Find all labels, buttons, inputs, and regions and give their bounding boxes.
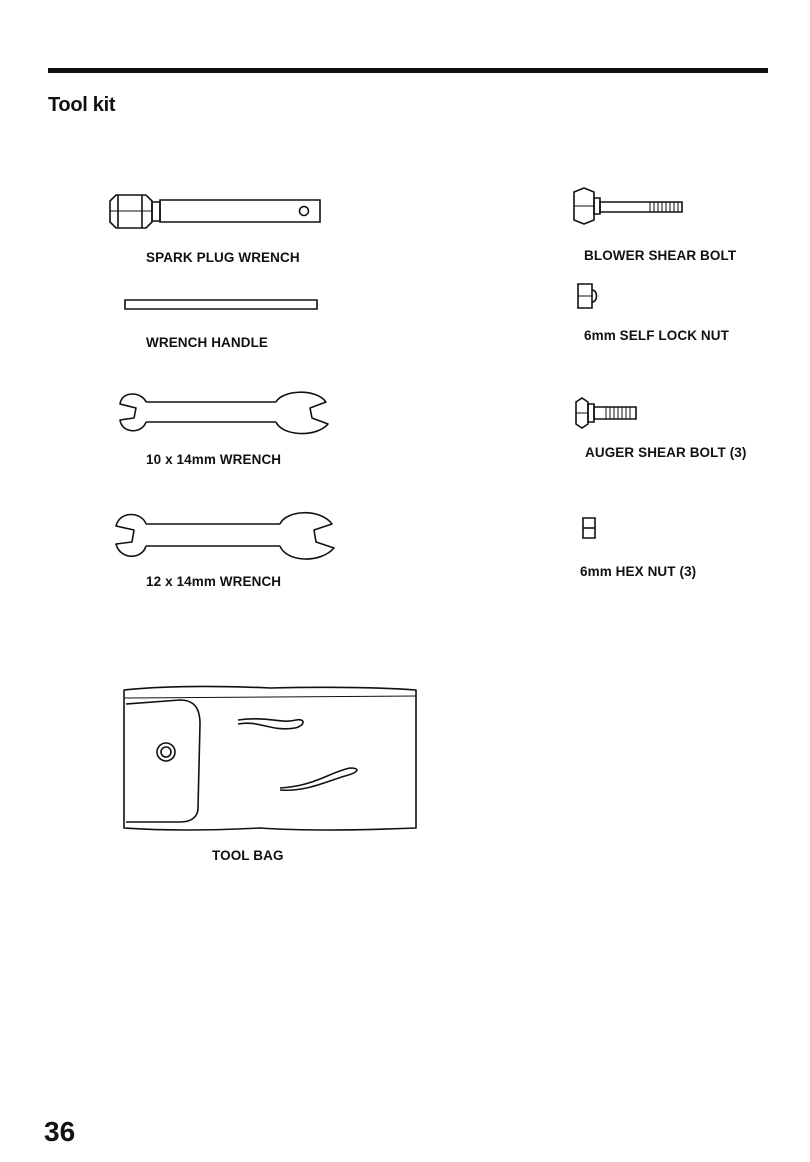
hex-nut-illustration [580,516,600,542]
self-lock-nut-illustration [574,282,600,310]
label-wrench-handle: WRENCH HANDLE [146,335,269,350]
label-tool-bag: TOOL BAG [212,848,284,863]
label-hex-nut: 6mm HEX NUT (3) [580,564,697,579]
label-wrench-12x14: 12 x 14mm WRENCH [146,574,282,589]
header-rule [48,68,768,73]
wrench-12x14-illustration [112,512,340,568]
label-self-lock-nut: 6mm SELF LOCK NUT [584,328,729,343]
auger-shear-bolt-illustration [572,396,642,430]
wrench-10x14-illustration [116,392,336,442]
label-auger-shear-bolt: AUGER SHEAR BOLT (3) [585,445,747,460]
page-number: 36 [44,1116,76,1147]
spark-plug-wrench-illustration [108,192,324,230]
label-spark-plug-wrench: SPARK PLUG WRENCH [146,250,300,265]
page-title: Tool kit [48,94,116,116]
label-wrench-10x14: 10 x 14mm WRENCH [146,452,282,467]
tool-bag-illustration [120,684,420,834]
label-blower-shear-bolt: BLOWER SHEAR BOLT [584,248,737,263]
wrench-handle-illustration [124,298,320,312]
blower-shear-bolt-illustration [570,186,688,226]
